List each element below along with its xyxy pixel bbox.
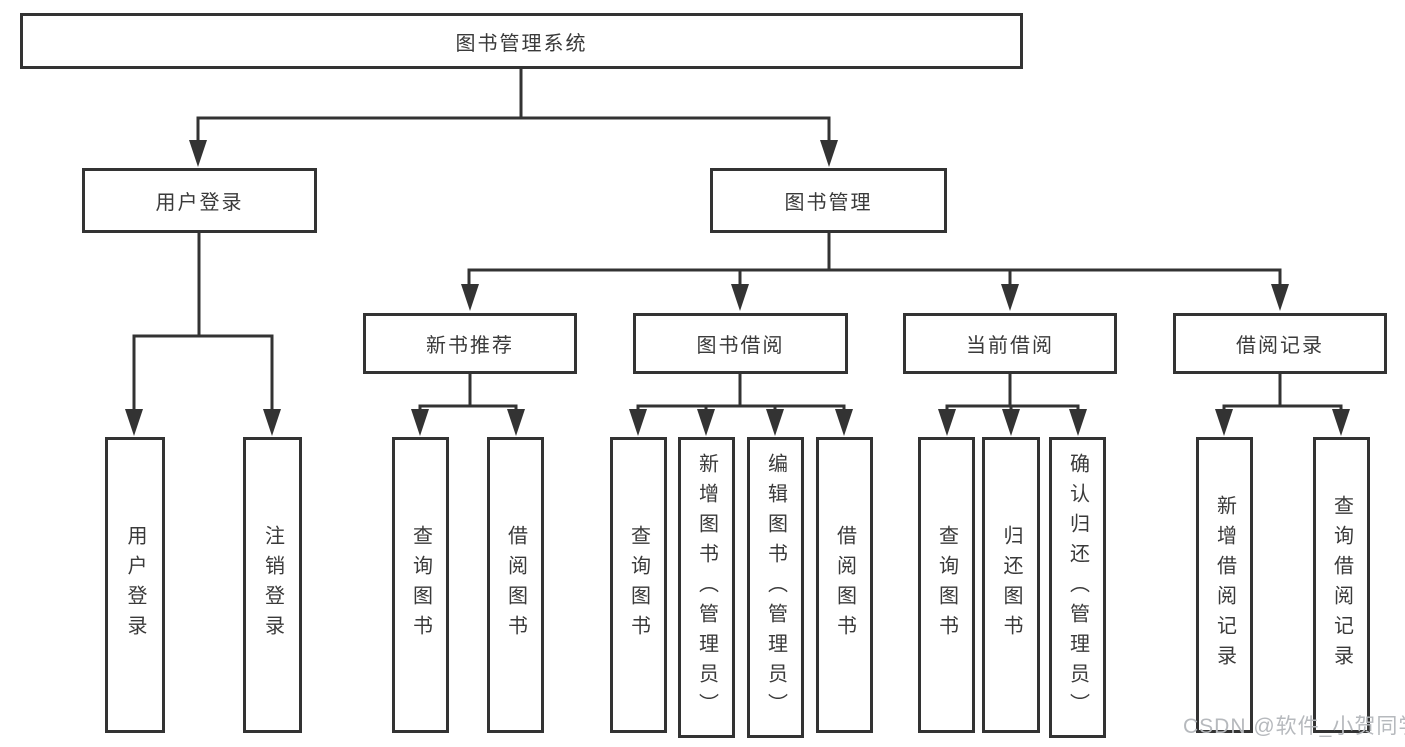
arrowhead-icon [835, 409, 853, 436]
node-user-login: 用户登录 [82, 168, 317, 233]
leaf-query-books: 查询图书 [610, 437, 667, 733]
arrowhead-icon [697, 409, 715, 436]
node-label: 图书管理 [784, 192, 873, 214]
arrowhead-icon [189, 140, 207, 167]
arrowhead-icon [820, 140, 838, 167]
leaf-edit-book-admin: 编辑图书（管理员） [747, 437, 804, 738]
connector-current-split [945, 374, 1080, 409]
node-label: 图书管理系统 [455, 32, 588, 55]
leaf-label: 注销登录 [261, 525, 284, 645]
arrowhead-icon [766, 409, 784, 436]
arrowhead-icon [263, 409, 281, 436]
csdn-watermark: CSDN @软件_小贺同学 [1183, 715, 1405, 738]
connector-newbook-split [418, 374, 518, 409]
leaf-label: 查询借阅记录 [1330, 495, 1353, 675]
arrowhead-icon [1332, 409, 1350, 436]
leaf-label: 查询图书 [409, 525, 432, 645]
leaf-logout: 注销登录 [243, 437, 302, 733]
leaf-label: 借阅图书 [504, 525, 527, 645]
leaf-query-borrow-record: 查询借阅记录 [1313, 437, 1370, 733]
connector-mgmt-split [467, 233, 1282, 284]
node-label: 新书推荐 [426, 335, 514, 357]
node-current-borrowing: 当前借阅 [903, 313, 1117, 374]
node-library-management-system: 图书管理系统 [20, 13, 1023, 69]
leaf-label: 归还图书 [1000, 525, 1022, 645]
leaf-add-borrow-record: 新增借阅记录 [1196, 437, 1253, 733]
node-borrowing-records: 借阅记录 [1173, 313, 1387, 374]
arrowhead-icon [125, 409, 143, 436]
leaf-label: 确认归还（管理员） [1066, 452, 1089, 723]
node-label: 当前借阅 [966, 335, 1054, 357]
connector-login-split [132, 233, 274, 409]
leaf-label: 编辑图书（管理员） [764, 452, 787, 723]
leaf-label: 用户登录 [124, 525, 146, 645]
node-book-management: 图书管理 [710, 168, 947, 233]
leaf-label: 查询图书 [627, 525, 650, 645]
leaf-label: 新增借阅记录 [1213, 495, 1236, 675]
leaf-borrow-books: 借阅图书 [816, 437, 873, 733]
leaf-label: 新增图书（管理员） [695, 452, 718, 723]
arrowhead-icon [1002, 409, 1020, 436]
node-book-borrowing: 图书借阅 [633, 313, 848, 374]
leaf-query-books: 查询图书 [918, 437, 975, 733]
arrowhead-icon [629, 409, 647, 436]
arrowhead-icon [731, 284, 749, 311]
leaf-user-login: 用户登录 [105, 437, 165, 733]
arrowhead-icon [507, 409, 525, 436]
arrowhead-icon [411, 409, 429, 436]
arrowhead-icon [1001, 284, 1019, 311]
arrowhead-icon [1069, 409, 1087, 436]
node-new-book-recommendation: 新书推荐 [363, 313, 577, 374]
node-label: 图书借阅 [696, 335, 785, 357]
connector-root-split [196, 68, 831, 140]
leaf-borrow-books: 借阅图书 [487, 437, 544, 733]
arrowhead-icon [1271, 284, 1289, 311]
connector-records-split [1222, 374, 1343, 409]
arrowhead-icon [461, 284, 479, 311]
arrowhead-icon [1215, 409, 1233, 436]
leaf-add-book-admin: 新增图书（管理员） [678, 437, 735, 738]
arrowhead-icon [938, 409, 956, 436]
node-label: 用户登录 [155, 192, 244, 214]
leaf-label: 借阅图书 [833, 525, 856, 645]
leaf-confirm-return-admin: 确认归还（管理员） [1049, 437, 1106, 738]
leaf-query-books: 查询图书 [392, 437, 449, 733]
connector-borrow-split [636, 374, 846, 409]
leaf-label: 查询图书 [935, 525, 958, 645]
node-label: 借阅记录 [1236, 335, 1324, 357]
leaf-return-book: 归还图书 [982, 437, 1040, 733]
